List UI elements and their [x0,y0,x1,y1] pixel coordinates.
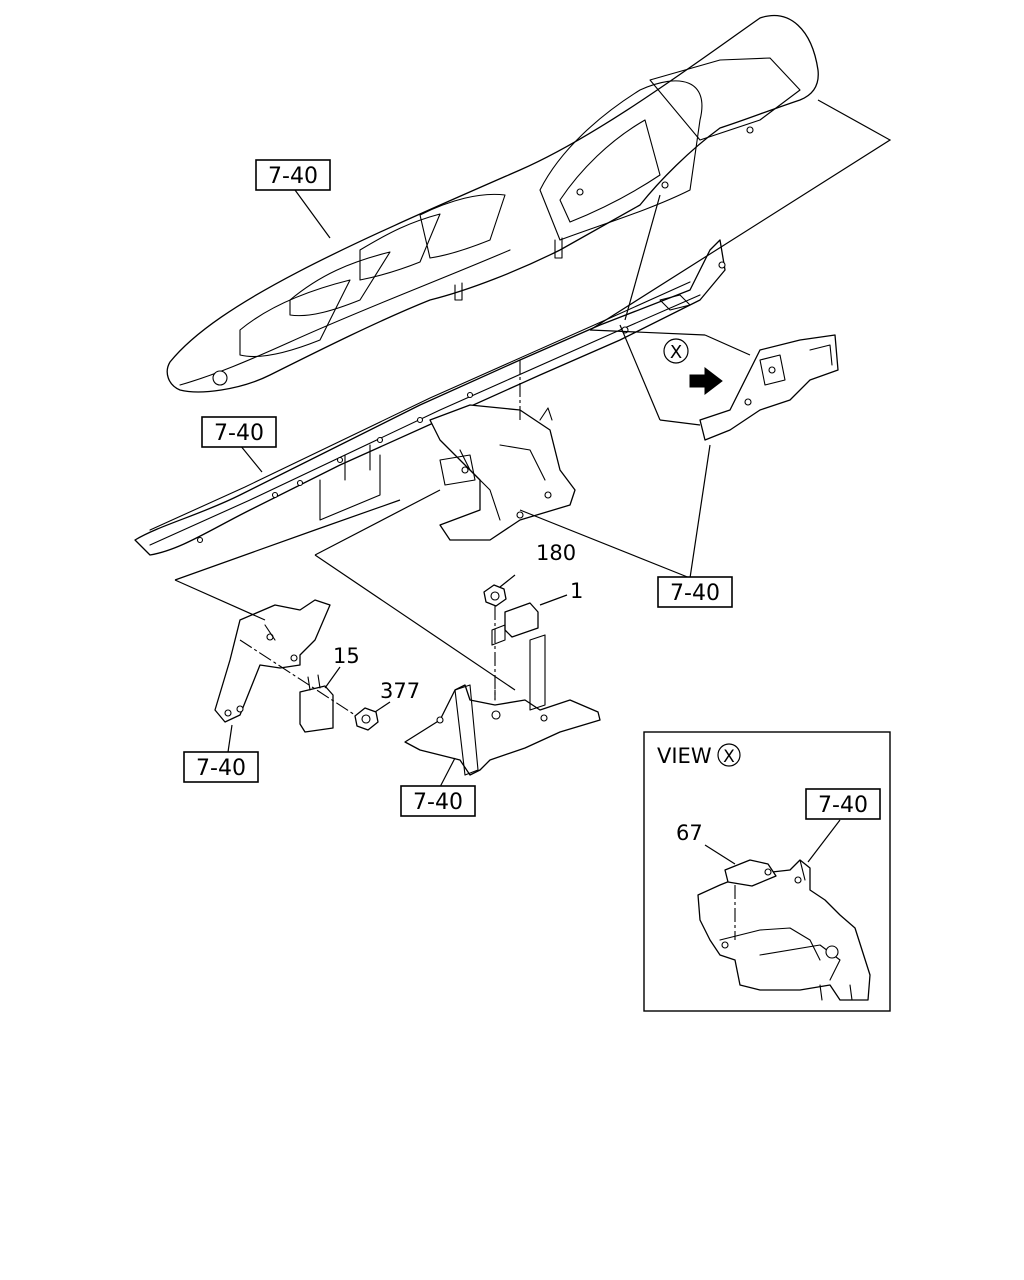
view-x-marker: X [663,338,689,364]
ref-label-right-bracket: 7-40 [670,581,720,606]
ref-box-center-bracket: 7-40 [400,785,476,817]
part-number-1: 1 [570,579,583,603]
ref-label-view-inset: 7-40 [818,793,868,818]
right-bracket [699,334,839,441]
inset-title-prefix: VIEW [657,744,712,768]
inset-title-letter: X [723,747,735,767]
ref-box-right-bracket: 7-40 [657,576,733,608]
ref-label-center-bracket: 7-40 [413,790,463,815]
ref-box-left-bracket: 7-40 [183,751,259,783]
inset-bracket [697,859,871,1001]
instrument-panel [166,14,819,393]
center-stay [429,404,576,541]
center-bracket [404,634,601,776]
part-number-67: 67 [676,821,703,845]
ref-label-left-bracket: 7-40 [196,756,246,781]
ref-label-top-panel: 7-40 [268,164,318,189]
assembly-lines [174,99,892,716]
view-x-marker-letter: X [670,342,682,363]
part-180-nut [483,584,507,607]
ref-box-crossbar: 7-40 [201,416,277,448]
cross-member [134,239,726,556]
part-number-377: 377 [380,679,420,703]
ref-box-top-panel: 7-40 [255,159,331,191]
part-1-sensor [491,602,539,646]
left-bracket [214,599,331,723]
part-377-nut [354,707,379,731]
view-direction-arrow [689,366,723,396]
ref-label-crossbar: 7-40 [214,421,264,446]
part-number-15: 15 [333,644,360,668]
part-67-sensor [724,859,777,887]
part-15-relay [299,674,334,733]
part-number-180: 180 [536,541,576,565]
view-x-inset: VIEW X 7-40 67 [643,731,891,1012]
leader-lines [227,189,568,788]
